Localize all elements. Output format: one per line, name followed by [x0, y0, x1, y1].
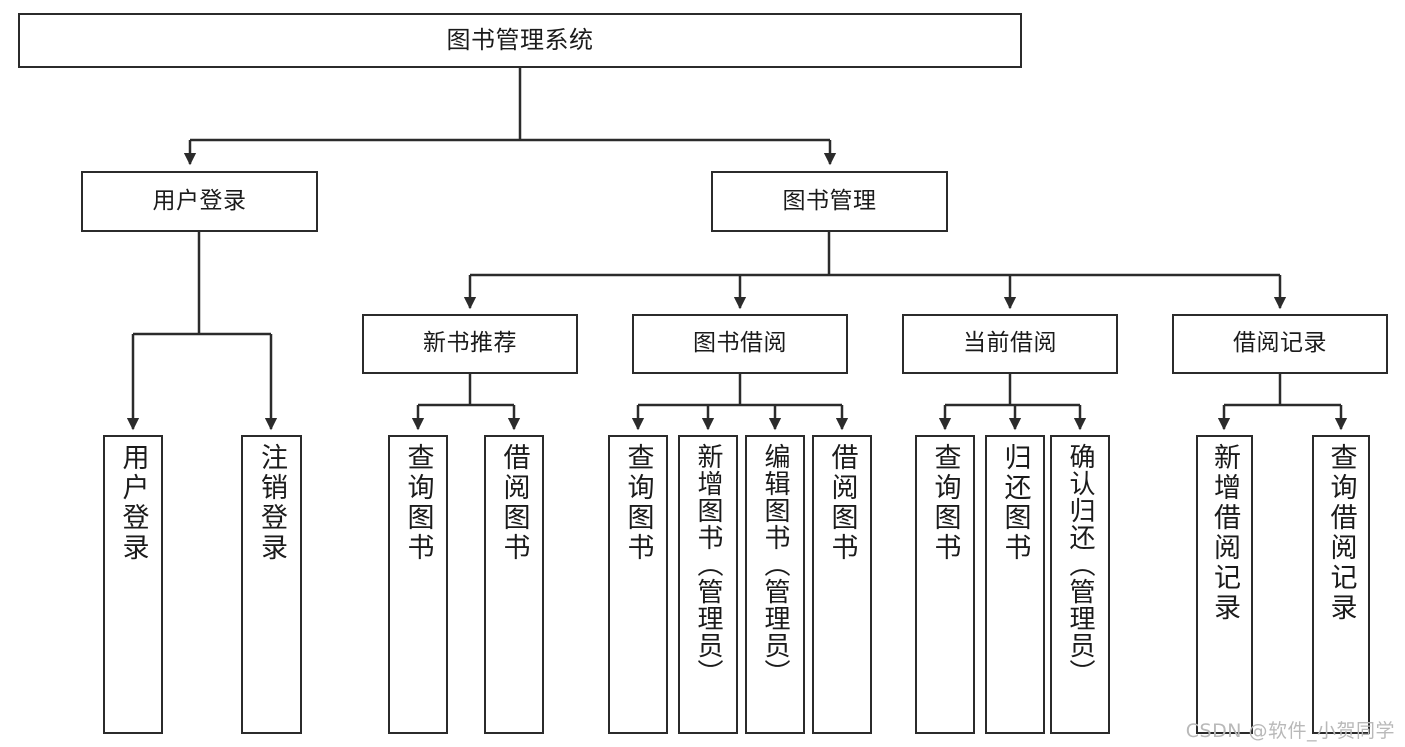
node-label: 图书管理	[782, 187, 877, 214]
leaf-borrow-book[interactable]: 借阅图书	[812, 435, 872, 734]
leaf-query-borrow-record[interactable]: 查询借阅记录	[1312, 435, 1370, 734]
leaf-query-book-newrec[interactable]: 查询图书	[388, 435, 448, 734]
leaf-return-book[interactable]: 归还图书	[985, 435, 1045, 734]
node-label: 编辑图书（管理员）	[760, 443, 790, 686]
leaf-user-login[interactable]: 用户登录	[103, 435, 163, 734]
leaf-query-book-borrow[interactable]: 查询图书	[608, 435, 668, 734]
node-label: 查询图书	[622, 443, 654, 563]
node-root-system[interactable]: 图书管理系统	[18, 13, 1022, 68]
leaf-add-book-admin[interactable]: 新增图书（管理员）	[678, 435, 738, 734]
node-label: 新书推荐	[423, 330, 517, 357]
node-borrow-record[interactable]: 借阅记录	[1172, 314, 1388, 374]
leaf-confirm-return-admin[interactable]: 确认归还（管理员）	[1050, 435, 1110, 734]
node-label: 确认归还（管理员）	[1065, 443, 1095, 686]
node-label: 用户登录	[117, 443, 149, 563]
node-label: 归还图书	[999, 443, 1031, 563]
node-label: 查询图书	[402, 443, 434, 563]
node-label: 当前借阅	[963, 330, 1057, 357]
node-label: 图书管理系统	[446, 26, 594, 55]
node-label: 借阅记录	[1233, 330, 1327, 357]
node-current-borrow[interactable]: 当前借阅	[902, 314, 1118, 374]
node-new-book-recommend[interactable]: 新书推荐	[362, 314, 578, 374]
leaf-edit-book-admin[interactable]: 编辑图书（管理员）	[745, 435, 805, 734]
leaf-logout[interactable]: 注销登录	[241, 435, 302, 734]
leaf-add-borrow-record[interactable]: 新增借阅记录	[1196, 435, 1253, 734]
node-label: 用户登录	[152, 187, 247, 214]
node-book-borrow[interactable]: 图书借阅	[632, 314, 848, 374]
node-label: 新增图书（管理员）	[693, 443, 723, 686]
leaf-borrow-book-newrec[interactable]: 借阅图书	[484, 435, 544, 734]
node-label: 借阅图书	[498, 443, 530, 563]
node-label: 查询图书	[929, 443, 961, 563]
csdn-watermark: CSDN @软件_小贺同学	[1185, 720, 1395, 742]
node-label: 注销登录	[256, 443, 287, 563]
leaf-query-book-current[interactable]: 查询图书	[915, 435, 975, 734]
node-label: 借阅图书	[826, 443, 858, 563]
node-label: 查询借阅记录	[1325, 443, 1357, 623]
node-label: 图书借阅	[693, 330, 787, 357]
node-book-management[interactable]: 图书管理	[711, 171, 948, 232]
node-user-login[interactable]: 用户登录	[81, 171, 318, 232]
node-label: 新增借阅记录	[1209, 443, 1240, 623]
